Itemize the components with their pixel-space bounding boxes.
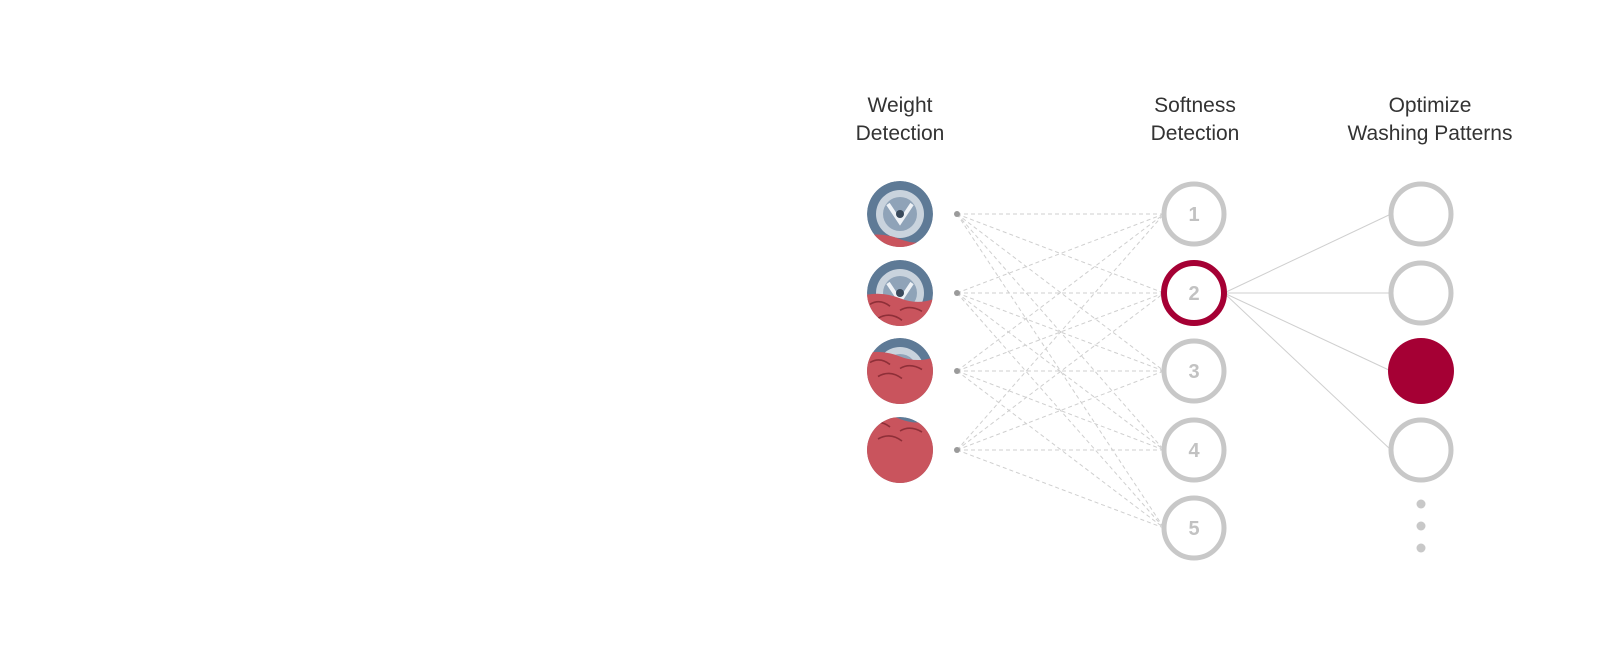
softness-level-3: 3	[1161, 338, 1227, 404]
softness-level-2: 2	[1161, 260, 1227, 326]
weight-softness-link	[956, 213, 1165, 294]
weight-softness-link	[956, 213, 1165, 294]
optimize-title-line1: Optimize	[1388, 94, 1472, 117]
softness-level-1: 1	[1161, 181, 1227, 247]
drum-hub	[896, 210, 904, 218]
ellipsis-dot-1	[1416, 499, 1426, 509]
weight-level-3	[867, 338, 933, 404]
weight-softness-link	[956, 370, 1165, 451]
weight-softness-link	[956, 292, 1165, 529]
washing-pattern-4	[1388, 417, 1454, 483]
weight-detection-nodes	[867, 181, 960, 483]
washing-pattern-1	[1388, 181, 1454, 247]
softness-level-4: 4	[1161, 417, 1227, 483]
weight-detection-title: Weight Detection	[790, 92, 1010, 148]
weight-softness-link	[956, 370, 1165, 451]
softness-pattern-link	[1223, 292, 1392, 451]
fabric-fill	[867, 234, 933, 247]
optimize-title-line2: Washing Patterns	[1347, 122, 1513, 145]
softness-node-label: 2	[1188, 283, 1199, 305]
ellipsis-dot-2	[1416, 521, 1426, 531]
softness-detection-nodes: 1 2 3 4 5	[1161, 181, 1227, 561]
softness-node-ring	[1161, 417, 1227, 483]
softness-node-ring	[1161, 495, 1227, 561]
softness-node-label: 5	[1188, 518, 1199, 540]
washing-pattern-nodes	[1388, 181, 1454, 483]
softness-pattern-link	[1223, 213, 1392, 294]
connection-lines	[956, 213, 1392, 529]
weight-softness-link	[956, 292, 1165, 451]
weight-softness-link	[956, 213, 1165, 372]
weight-softness-link	[956, 449, 1165, 529]
optimize-patterns-title: Optimize Washing Patterns	[1320, 92, 1540, 148]
softness-detection-title: Softness Detection	[1085, 92, 1305, 148]
weight-connector-dot	[954, 368, 960, 374]
weight-title-line2: Detection	[855, 122, 945, 145]
softness-node-ring	[1161, 181, 1227, 247]
washing-pattern-2	[1388, 260, 1454, 326]
weight-softness-link	[956, 292, 1165, 372]
weight-level-4	[867, 417, 933, 483]
weight-level-1	[867, 181, 933, 247]
weight-softness-link	[956, 370, 1165, 529]
weight-level-2	[867, 260, 933, 326]
drum-hub	[896, 289, 904, 297]
weight-connector-dot	[954, 290, 960, 296]
washing-pattern-3	[1388, 338, 1454, 404]
softness-pattern-link	[1223, 292, 1392, 372]
softness-node-ring	[1161, 260, 1227, 326]
softness-title-line1: Softness	[1154, 94, 1236, 117]
more-patterns-ellipsis	[1416, 499, 1426, 553]
fabric-folds	[869, 300, 923, 321]
ellipsis-dot-3	[1416, 543, 1426, 553]
fabric-fill	[867, 417, 933, 483]
drum-paddle	[886, 202, 914, 226]
softness-node-ring	[1161, 338, 1227, 404]
softness-node-label: 3	[1188, 361, 1199, 383]
softness-level-5: 5	[1161, 495, 1227, 561]
weight-connector-dot	[954, 211, 960, 217]
softness-title-line2: Detection	[1150, 122, 1240, 145]
weight-softness-link	[956, 292, 1165, 372]
fabric-folds	[869, 359, 923, 380]
softness-node-label: 4	[1188, 440, 1200, 462]
softness-node-label: 1	[1188, 204, 1199, 226]
fabric-fill	[867, 351, 933, 404]
weight-softness-link	[956, 213, 1165, 451]
weight-connector-dot	[954, 447, 960, 453]
weight-title-line1: Weight	[867, 94, 933, 117]
